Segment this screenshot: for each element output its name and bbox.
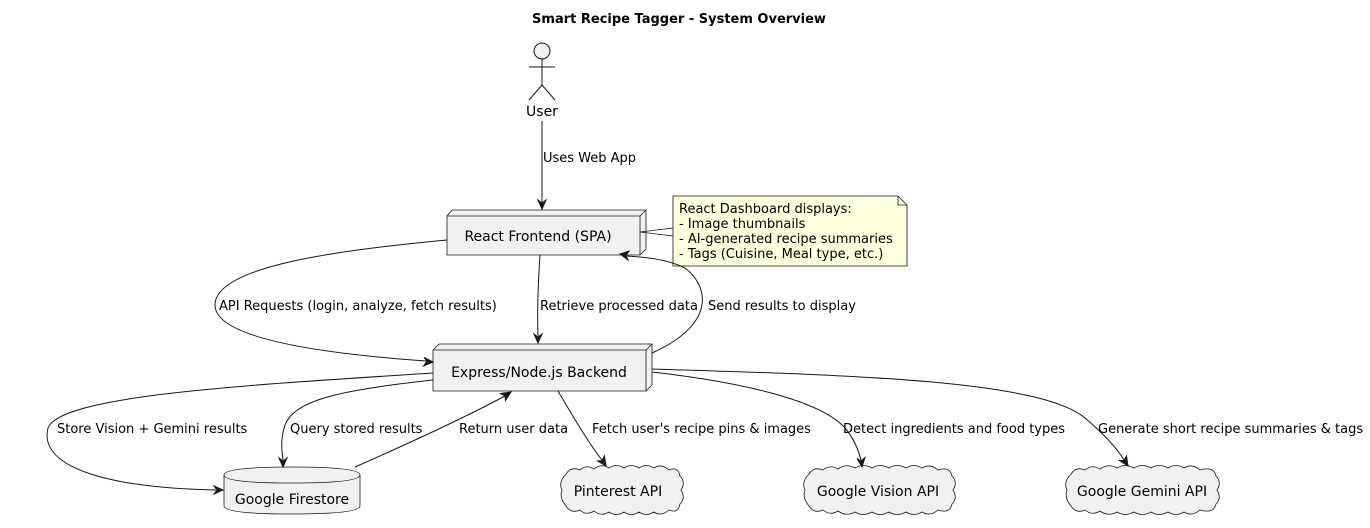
diagram-title: Smart Recipe Tagger - System Overview bbox=[532, 12, 826, 27]
edge-label-query-stored: Query stored results bbox=[290, 422, 423, 437]
edge-label-send-results: Send results to display bbox=[708, 299, 856, 314]
pinterest-label: Pinterest API bbox=[574, 484, 662, 500]
edge-label-uses-web-app: Uses Web App bbox=[543, 151, 636, 166]
edge-label-detect-ingredients: Detect ingredients and food types bbox=[843, 422, 1065, 437]
dashboard-note: React Dashboard displays: - Image thumbn… bbox=[639, 195, 908, 267]
frontend-label: React Frontend (SPA) bbox=[464, 229, 611, 245]
edge-uses-web-app: Uses Web App bbox=[536, 121, 636, 211]
gemini-label: Google Gemini API bbox=[1077, 484, 1207, 500]
edge-return-user-data: Return user data bbox=[354, 391, 568, 468]
edge-query-stored: Query stored results bbox=[277, 379, 434, 469]
note-line-4: - Tags (Cuisine, Meal type, etc.) bbox=[679, 247, 883, 262]
edge-label-api-requests: API Requests (login, analyze, fetch resu… bbox=[219, 299, 497, 314]
firestore-label: Google Firestore bbox=[235, 492, 349, 508]
backend-node: Express/Node.js Backend bbox=[432, 343, 653, 392]
firestore-database: Google Firestore bbox=[223, 466, 361, 515]
note-line-3: - AI-generated recipe summaries bbox=[679, 232, 893, 247]
edge-store-results: Store Vision + Gemini results bbox=[46, 372, 434, 496]
user-actor: User bbox=[526, 42, 558, 120]
gemini-cloud: Google Gemini API bbox=[1065, 465, 1220, 515]
vision-label: Google Vision API bbox=[817, 484, 939, 500]
edge-retrieve-processed: Retrieve processed data bbox=[532, 254, 698, 345]
edge-fetch-pins: Fetch user's recipe pins & images bbox=[557, 390, 811, 467]
vision-cloud: Google Vision API bbox=[803, 465, 956, 515]
edge-detect-ingredients: Detect ingredients and food types bbox=[651, 371, 1065, 469]
stick-figure-icon bbox=[528, 42, 556, 101]
edge-label-return-user-data: Return user data bbox=[459, 422, 568, 437]
edge-generate-summaries: Generate short recipe summaries & tags bbox=[651, 368, 1363, 468]
edge-label-generate-summaries: Generate short recipe summaries & tags bbox=[1098, 422, 1363, 437]
edge-label-retrieve-processed: Retrieve processed data bbox=[540, 299, 698, 314]
note-line-2: - Image thumbnails bbox=[679, 217, 806, 232]
edge-send-results: Send results to display bbox=[618, 250, 856, 354]
backend-label: Express/Node.js Backend bbox=[451, 365, 627, 381]
edge-label-store-results: Store Vision + Gemini results bbox=[57, 422, 248, 437]
pinterest-cloud: Pinterest API bbox=[560, 465, 684, 515]
user-label: User bbox=[526, 104, 558, 120]
edge-api-requests: API Requests (login, analyze, fetch resu… bbox=[214, 239, 497, 368]
frontend-node: React Frontend (SPA) bbox=[446, 209, 647, 256]
note-line-1: React Dashboard displays: bbox=[679, 202, 852, 217]
edge-label-fetch-pins: Fetch user's recipe pins & images bbox=[592, 422, 811, 437]
